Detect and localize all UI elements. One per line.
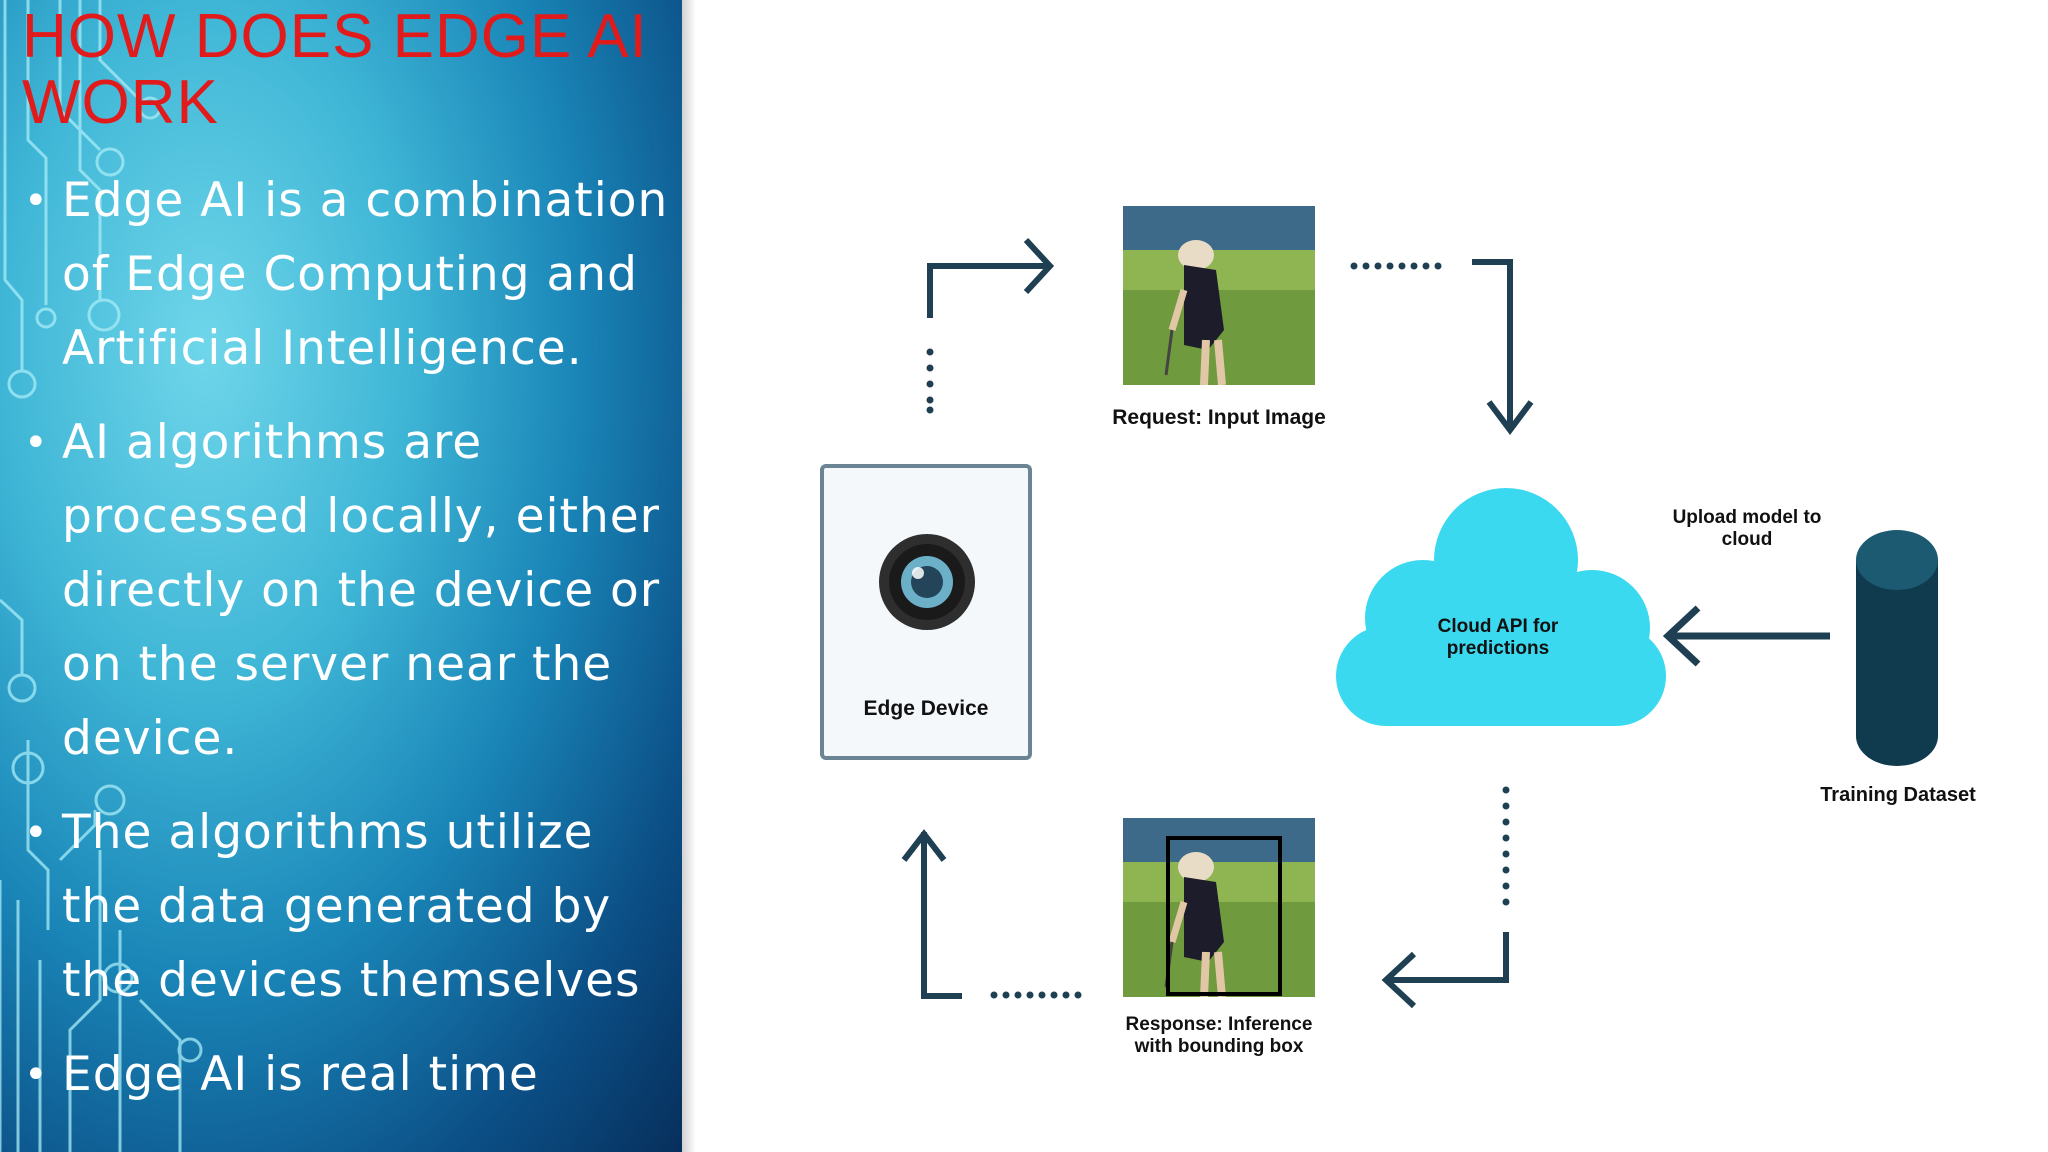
upload-arrow — [1662, 605, 1830, 667]
upload-label: Upload model to cloud — [1672, 507, 1822, 550]
dotted-line-request-right — [1350, 262, 1442, 270]
request-label: Request: Input Image — [1112, 406, 1326, 429]
bullet-text: The algorithms utilize the data generate… — [62, 805, 641, 1008]
edge-ai-diagram: Edge Device Request: Input Image Cloud A… — [696, 0, 2048, 1152]
cloud-label: Cloud API for predictions — [1437, 616, 1559, 659]
bullet-dot-icon: • — [24, 1052, 49, 1098]
left-panel: HOW DOES EDGE AI WORK • Edge AI is a comb… — [0, 0, 682, 1152]
camera-lens-icon — [879, 534, 975, 630]
arrow-to-request — [927, 237, 1055, 318]
bounding-box — [1166, 836, 1282, 996]
bullet-item: • The algorithms utilize the data generat… — [22, 796, 672, 1018]
bullet-dot-icon: • — [24, 810, 49, 856]
bullet-text: Edge AI is a combination of Edge Computi… — [62, 173, 669, 376]
arrow-to-response — [1381, 932, 1509, 1009]
circuit-pattern-decoration — [0, 0, 203, 1152]
bullet-text: AI algorithms are processed locally, eit… — [62, 415, 661, 766]
bullet-item: • Edge AI is real time — [22, 1038, 672, 1112]
dotted-line-device-up — [926, 348, 934, 414]
bullet-item: • AI algorithms are processed locally, ei… — [22, 406, 672, 776]
bullet-dot-icon: • — [24, 178, 49, 224]
arrow-to-device — [901, 829, 962, 999]
response-label: Response: Inference with bounding box — [1125, 1014, 1313, 1057]
edge-device-label: Edge Device — [863, 697, 989, 720]
training-dataset-label: Training Dataset — [1820, 784, 1976, 806]
bullet-item: • Edge AI is a combination of Edge Comput… — [22, 164, 672, 386]
bullet-list: • Edge AI is a combination of Edge Comput… — [22, 164, 672, 1132]
slide-title: HOW DOES EDGE AI WORK — [22, 2, 648, 137]
panel-shadow — [682, 0, 696, 1152]
cloud-icon — [1336, 488, 1666, 726]
arrow-to-cloud — [1472, 259, 1534, 435]
training-dataset-cylinder-icon — [1856, 530, 1938, 766]
dotted-line-cloud-down — [1502, 786, 1510, 906]
request-input-image — [1123, 206, 1315, 385]
bullet-dot-icon: • — [24, 420, 49, 466]
bullet-text: Edge AI is real time — [62, 1047, 539, 1102]
dotted-line-response-left — [990, 991, 1082, 999]
response-inference-image — [1123, 818, 1315, 997]
